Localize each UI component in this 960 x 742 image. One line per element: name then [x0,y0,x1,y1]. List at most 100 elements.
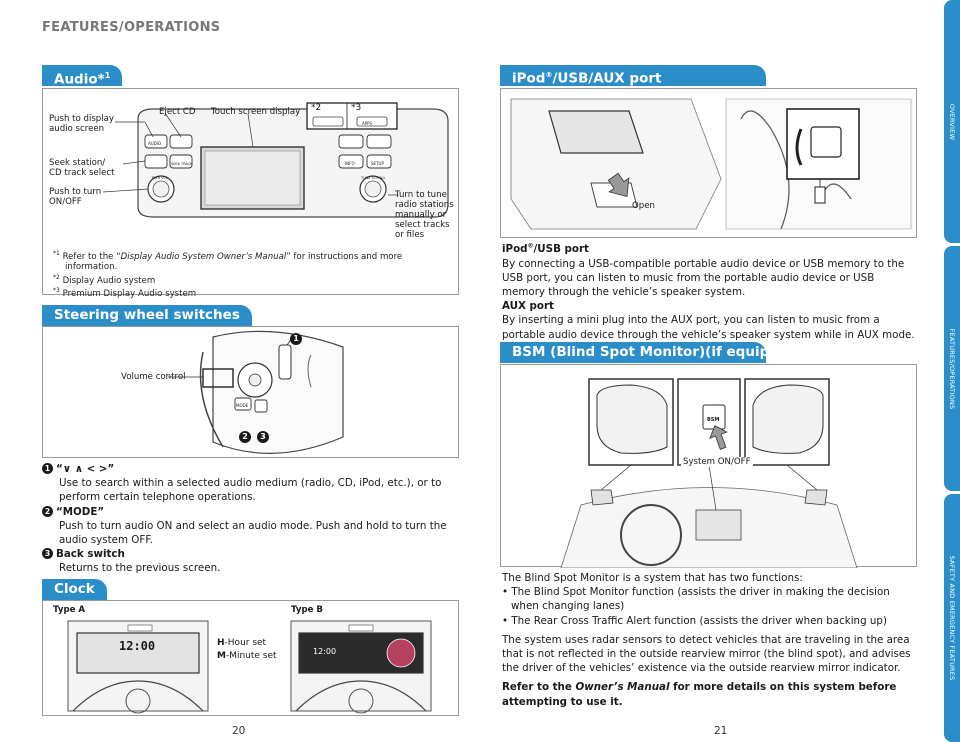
bsm-bullet-1: • The Blind Spot Monitor function (assis… [502,586,890,613]
aux-heading: AUX port [502,299,917,313]
footnote-1-em: Display Audio System Owner’s Manual [120,251,287,262]
steering-section-title: Steering wheel switches [42,305,252,326]
steering-item-2-num: 2 [42,505,53,517]
ipod-title-post: /USB/AUX port [552,70,662,87]
minute-set: M-Minute set [217,650,277,663]
clock-set-keys: H-Hour set M-Minute set [217,637,277,663]
bsm-text: The Blind Spot Monitor is a system that … [502,571,917,709]
aux-text: By inserting a mini plug into the AUX po… [502,314,915,341]
steering-item-1-num: 1 [42,463,53,474]
footnote-2-mark: *2 [53,273,60,281]
hour-key: H [217,638,225,648]
tune-scroll-label: TUNE SCROLL [361,176,386,180]
bsm-panel: BSM System ON/OFF [500,364,917,568]
footnote-3: *3 Premium Display Audio system [53,286,453,299]
callout-3: 3 [257,431,269,443]
seek-button-label: SEEK TRACK [171,162,193,166]
ipod-panel: Open [500,88,917,238]
type-b-label: Type B [291,605,323,615]
info-button-label: INFO [345,161,355,166]
steering-item-1-text: Use to search within a selected audio me… [59,477,442,504]
steering-item-2-heading: “MODE” [56,505,105,518]
hour-text: -Hour set [224,638,267,648]
ipod-usb-heading-pre: iPod [502,243,528,256]
audio-button-label: AUDIO [148,141,162,146]
bsm-section-title: BSM (Blind Spot Monitor)(if equipped) [500,342,804,363]
ipod-section-title: iPod®/USB/AUX port [500,65,766,86]
ipod-usb-heading-reg: ® [527,243,534,250]
bsm-refer: Refer to the Owner’s Manual for more det… [502,680,917,708]
callout-2: 2 [239,431,251,443]
bsm-bullet-2: • The Rear Cross Traffic Alert function … [502,614,887,627]
ipod-title-pre: iPod [512,70,546,87]
page-number-left: 20 [232,725,246,737]
steering-item-3-heading: Back switch [56,548,125,561]
bsm-intro: The Blind Spot Monitor is a system that … [502,572,803,584]
side-tab-overview[interactable]: OVERVIEW [944,0,960,243]
bsm-para: The system uses radar sensors to detect … [502,633,911,675]
label-push-turn: Push to turn ON/OFF [49,187,102,207]
hour-set: H-Hour set [217,637,277,650]
volume-control-label: Volume control [121,372,186,382]
minute-key: M [217,651,226,661]
label-touch-screen: Touch screen display [211,107,301,117]
side-tab-features-label: FEATURES/OPERATIONS [948,328,956,409]
usb-port-illustration [510,98,912,230]
footnote-3-mark: *3 [53,287,60,295]
clock-b-time: 12:00 [313,647,337,656]
label-tune: Turn to tune radio stations manually or … [395,190,454,240]
label-star3: *3 [351,103,362,113]
label-push-display: Push to display audio screen [49,114,115,134]
type-a-label: Type A [53,605,86,615]
side-tab-safety[interactable]: SAFETY AND EMERGENCY FEATURES [944,494,960,742]
label-eject-cd: Eject CD [159,107,196,117]
footnote-1-mark: *1 [53,250,60,257]
clock-a-time: 12:00 [119,639,156,653]
steering-item-3-text: Returns to the previous screen. [59,562,221,575]
label-star2: *2 [311,103,322,113]
open-label: Open [632,201,655,211]
footnote-2-text: Display Audio system [62,275,156,286]
steering-item-1-heading: “∨ ∧ < >” [56,463,115,475]
bsm-refer-post: for more details on this system before a… [502,681,897,708]
mode-button-label: MODE [236,403,249,408]
audio-panel: AUDIO SEEK TRACK INFO SETUP APPS PWR VOL… [42,88,459,299]
bsm-refer-em: Owner’s Manual [575,681,670,694]
footnote-1: *1 Refer to the “Display Audio System Ow… [53,249,453,273]
bsm-refer-pre: Refer to the [502,681,576,694]
clock-illustrations [67,620,432,714]
side-tab-overview-label: OVERVIEW [948,103,956,140]
bsm-illustration [560,378,858,568]
ipod-usb-text: By connecting a USB-compatible portable … [502,257,905,299]
ipod-title-reg: ® [545,71,553,79]
system-on-off-label: System ON/OFF [681,457,753,467]
footnote-1-post: ” for instructions and more information. [65,251,403,273]
bsm-bullet-2-text: The Rear Cross Traffic Alert function (a… [511,614,887,627]
side-tab-features[interactable]: FEATURES/OPERATIONS [944,246,960,491]
audio-title-sup: 1 [104,71,111,80]
footnote-3-text: Premium Display Audio system [62,289,197,300]
clock-section-title: Clock [42,579,107,600]
footnote-2: *2 Display Audio system [53,273,453,286]
bsm-bullet-1-text: The Blind Spot Monitor function (assists… [511,586,890,613]
callout-1: 1 [290,333,302,345]
minute-text: -Minute set [225,651,277,661]
side-tab-safety-label: SAFETY AND EMERGENCY FEATURES [948,555,956,681]
steering-item-2: 2“MODE” Push to turn audio ON and select… [42,505,462,548]
ipod-text: iPod®/USB port By connecting a USB-compa… [502,240,917,342]
steering-items: 1“∨ ∧ < >” Use to search within a select… [42,462,462,576]
bsm-button-label: BSM [707,417,720,423]
page-header-title: FEATURES/OPERATIONS [42,20,221,35]
steering-item-2-text: Push to turn audio ON and select an audi… [59,519,447,547]
steering-wheel-illustration [168,330,344,454]
page-number-right: 21 [714,725,728,737]
steering-panel: Volume control MODE 1 2 3 [42,326,459,458]
setup-button-label: SETUP [371,161,384,166]
steering-item-1: 1“∨ ∧ < >” Use to search within a select… [42,462,462,505]
audio-footnotes: *1 Refer to the “Display Audio System Ow… [53,249,453,300]
audio-section-title: Audio*1 [42,65,123,87]
clock-panel: Type A Type B 12:00 12:00 H-Hour set M-M… [42,600,459,716]
pwr-vol-label: PWR VOL [152,176,169,180]
ipod-usb-heading-post: /USB port [533,243,589,256]
